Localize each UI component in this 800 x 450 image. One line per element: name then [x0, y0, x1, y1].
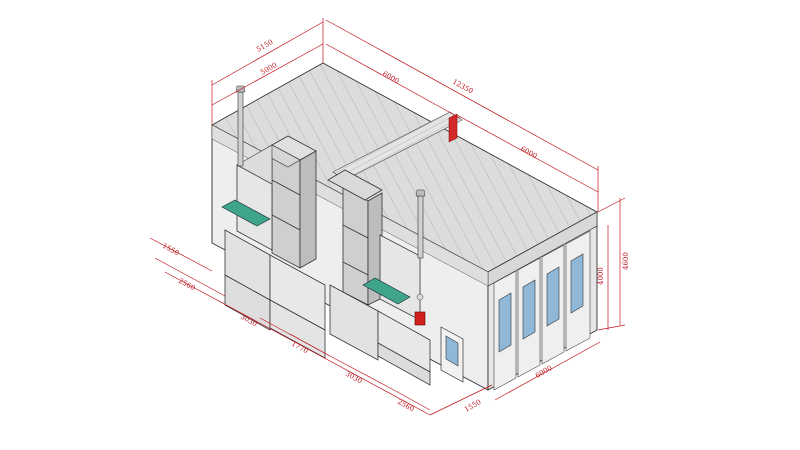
dim-1550-left: 1550: [161, 242, 180, 258]
dim-4600: 4600: [622, 252, 630, 270]
dim-4000: 4000: [597, 267, 605, 285]
red-fire-box-icon: [414, 311, 426, 326]
dimension-lines-right: [597, 197, 626, 331]
duct-red-end: [448, 113, 458, 143]
dim-1550-right: 1550: [463, 398, 482, 414]
exhaust-pipe-left: [237, 91, 244, 167]
filter-panel-right: [362, 277, 411, 305]
side-door-icon: [440, 326, 464, 383]
dimension-lines-bottom: [149, 237, 493, 416]
dimension-lines-top: [211, 18, 599, 212]
front-doors: [493, 230, 591, 391]
exhaust-pipe-right: [417, 195, 424, 259]
dim-6000-roof: 6000: [381, 70, 400, 86]
dim-12350: 12350: [451, 78, 474, 96]
filter-panel-left: [221, 199, 271, 227]
dim-6000-front-roof: 6000: [519, 145, 538, 161]
dim-line-front: [494, 341, 601, 401]
air-unit-right: [327, 169, 431, 386]
dim-5000: 5000: [259, 61, 278, 77]
